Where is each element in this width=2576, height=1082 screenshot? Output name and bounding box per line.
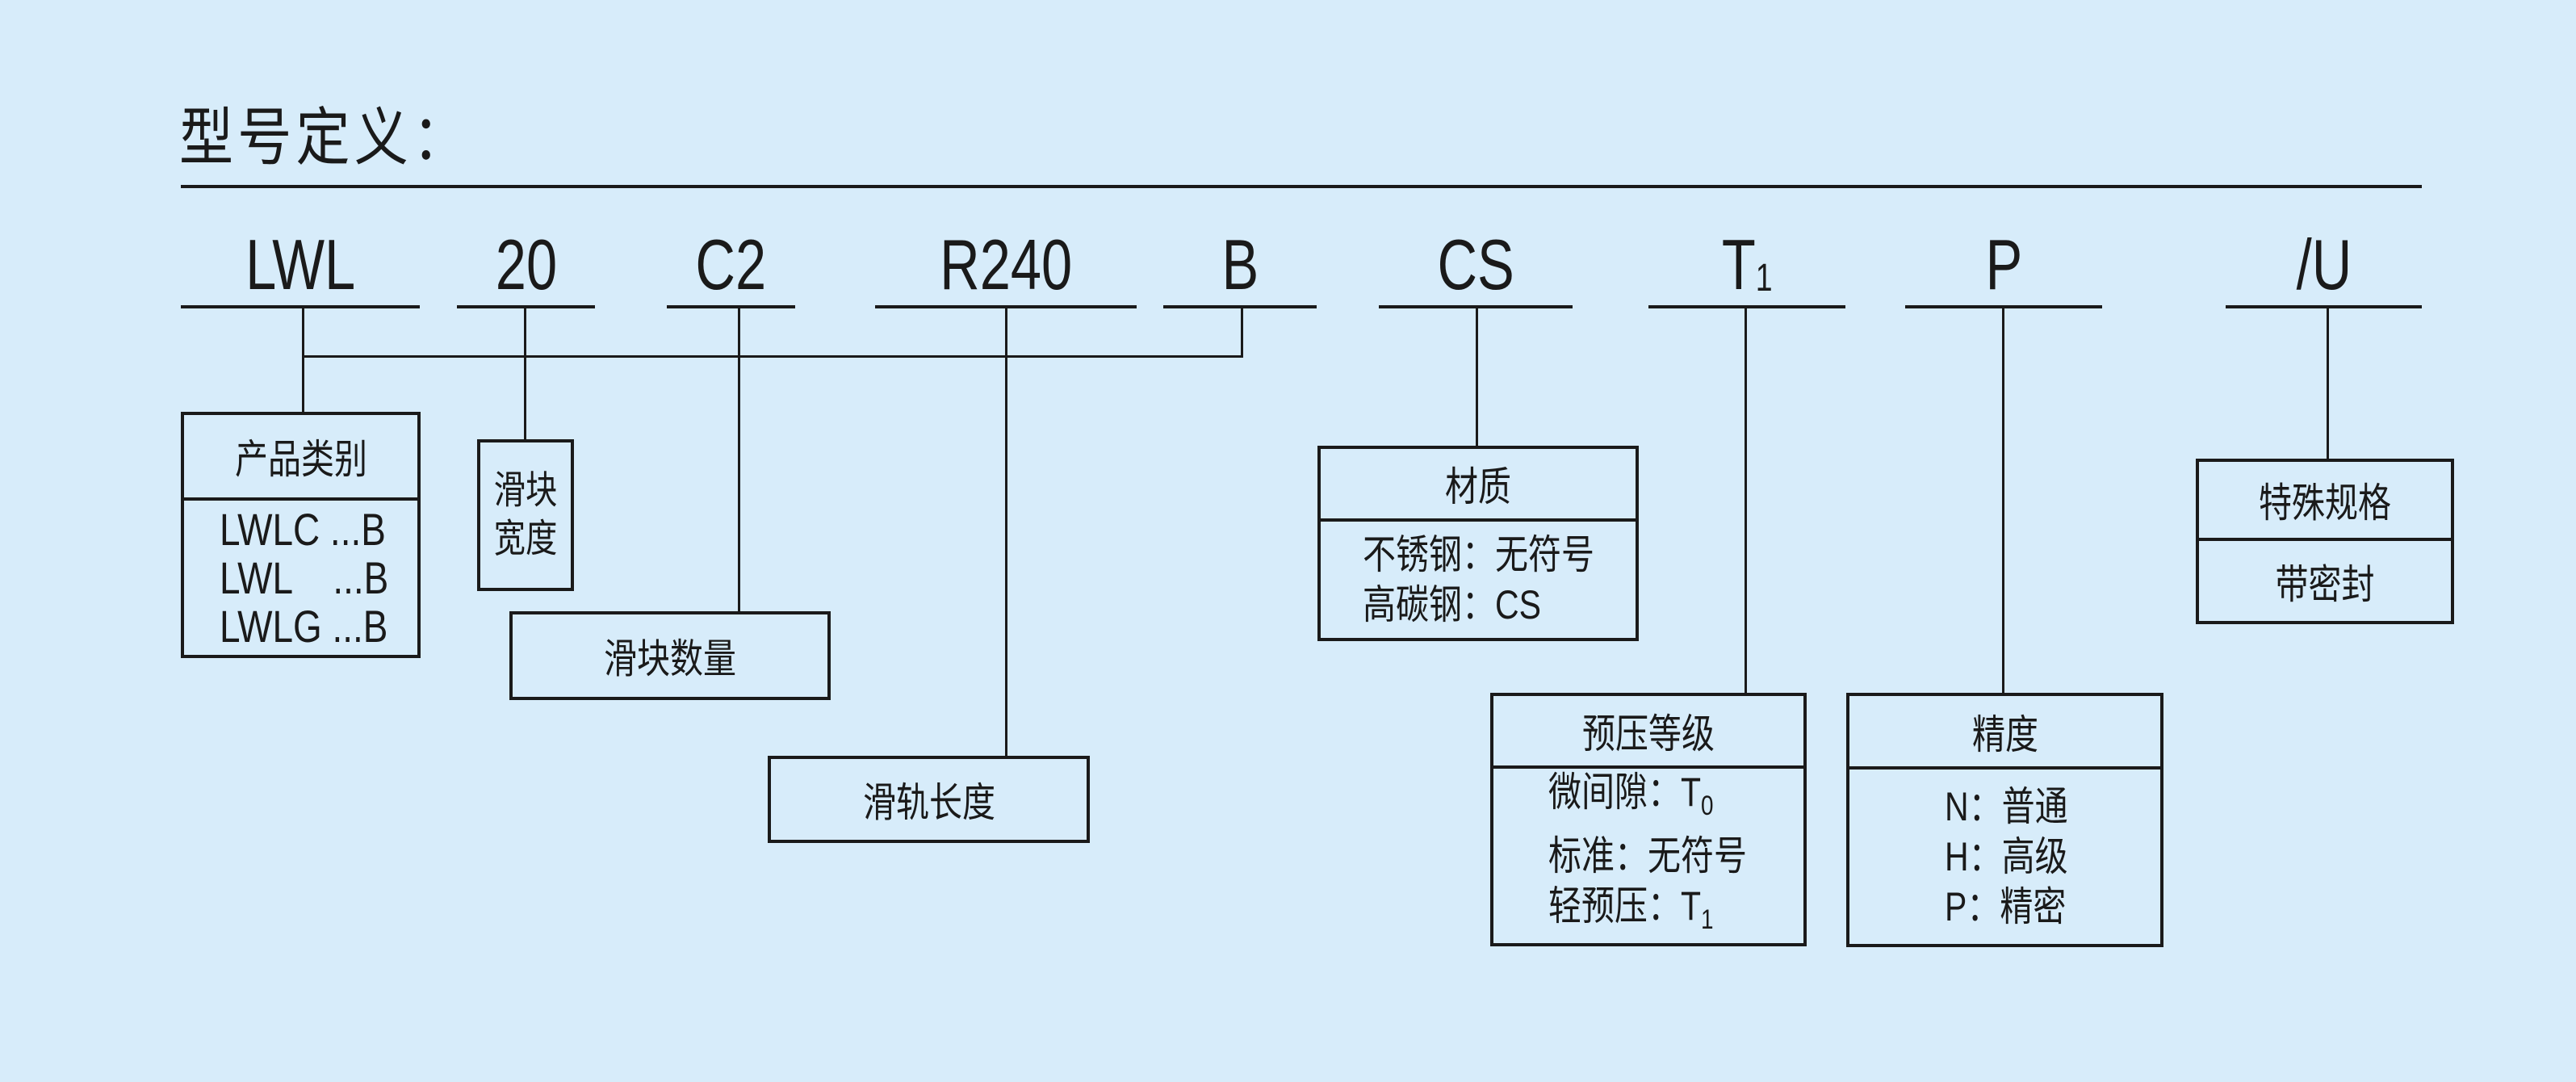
material-title: 材质 (1321, 449, 1636, 522)
title-divider (181, 185, 2422, 188)
connector-rail-length (1005, 308, 1007, 757)
connector-preload (1745, 308, 1747, 694)
material-box: 材质 不锈钢：无符号 高碳钢：CS (1317, 446, 1639, 641)
rail-length-label: 滑轨长度 (862, 780, 995, 825)
material-item: 高碳钢：CS (1363, 582, 1541, 627)
rail-length-box: 滑轨长度 (768, 756, 1090, 843)
product-category-item: LWLG ...B (220, 600, 388, 652)
precision-title: 精度 (1849, 696, 2160, 770)
preload-item: 微间隙：T0 (1548, 770, 1714, 821)
preload-item: 轻预压：T1 (1548, 883, 1714, 935)
underline-b (1163, 305, 1317, 308)
underline-lwl (181, 305, 420, 308)
connector-material (1476, 308, 1478, 447)
connector-size (524, 308, 526, 441)
segment-slider-count: C2 (695, 224, 767, 304)
underline-preload (1648, 305, 1845, 308)
connector-special (2327, 308, 2329, 460)
slider-width-label-line: 宽度 (493, 518, 558, 560)
connector-lwl-b-horizontal (302, 355, 1243, 358)
preload-item: 标准：无符号 (1548, 833, 1747, 879)
precision-box: 精度 N：普通 H：高级 P：精密 (1846, 693, 2163, 947)
product-category-box: 产品类别 LWLC ...B LWL ...B LWLG ...B (181, 412, 421, 658)
underline-size (457, 305, 595, 308)
slider-quantity-box: 滑块数量 (509, 611, 831, 700)
product-category-item: LWL ...B (220, 551, 389, 603)
segment-lwl: LWL (245, 224, 356, 304)
underline-precision (1905, 305, 2102, 308)
segment-b: B (1221, 224, 1259, 304)
precision-item: H：高级 (1945, 834, 2068, 879)
connector-b (1241, 308, 1243, 357)
special-spec-box: 特殊规格 带密封 (2196, 459, 2454, 624)
slider-width-box: 滑块 宽度 (477, 439, 574, 591)
material-item: 不锈钢：无符号 (1363, 532, 1594, 577)
product-category-item: LWLC ...B (220, 503, 386, 555)
special-spec-title: 特殊规格 (2199, 462, 2451, 541)
connector-lwl (302, 308, 304, 413)
segment-preload: T1 (1721, 224, 1773, 304)
segment-special: /U (2296, 224, 2352, 304)
underline-slider-count (667, 305, 795, 308)
slider-width-label-line: 滑块 (493, 469, 558, 512)
precision-item: P：精密 (1945, 884, 2067, 929)
underline-special (2226, 305, 2422, 308)
product-category-title: 产品类别 (184, 415, 417, 501)
precision-item: N：普通 (1945, 784, 2068, 829)
segment-material: CS (1437, 224, 1514, 304)
segment-precision: P (1985, 224, 2022, 304)
underline-material (1379, 305, 1573, 308)
special-spec-item: 带密封 (2275, 561, 2375, 607)
slider-quantity-label: 滑块数量 (604, 636, 736, 681)
connector-precision (2002, 308, 2004, 694)
preload-box: 预压等级 微间隙：T0 标准：无符号 轻预压：T1 (1490, 693, 1807, 946)
preload-title: 预压等级 (1493, 696, 1803, 769)
segment-rail-length: R240 (939, 224, 1073, 304)
connector-slider-count (738, 308, 740, 613)
segment-size: 20 (495, 224, 557, 304)
page-title: 型号定义： (179, 102, 471, 173)
underline-rail-length (875, 305, 1137, 308)
